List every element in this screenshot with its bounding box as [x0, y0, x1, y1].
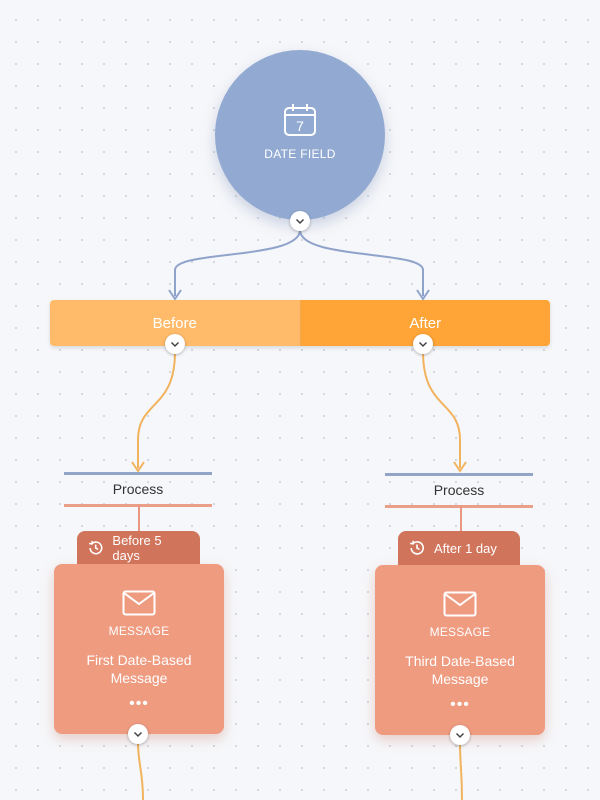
calendar-day: 7: [296, 118, 304, 134]
arrowhead: [168, 289, 182, 301]
arrowhead: [416, 289, 430, 301]
process-stem: [460, 506, 462, 532]
chevron-down-icon: [295, 218, 305, 225]
more-options-button[interactable]: •••: [129, 695, 149, 712]
trigger-label: DATE FIELD: [264, 147, 336, 161]
after-expand-button[interactable]: [413, 334, 433, 354]
card-type-label: MESSAGE: [108, 624, 170, 638]
chevron-down-icon: [133, 731, 143, 738]
connector-card-1-out: [137, 741, 144, 800]
card-title: Third Date-Based Message: [405, 653, 515, 687]
process-top-line: [385, 473, 533, 476]
process-top-line: [64, 472, 212, 475]
envelope-icon: [122, 590, 156, 616]
connector-trigger-after: [299, 229, 424, 296]
calendar-icon: 7: [284, 104, 316, 136]
process-stem: [138, 505, 140, 531]
process-node-1[interactable]: Process: [64, 472, 212, 507]
connector-after-branch: [422, 351, 461, 468]
chevron-down-icon: [418, 341, 428, 348]
connector-before-branch: [137, 351, 176, 468]
delay-tab-1[interactable]: Before 5 days: [77, 531, 200, 565]
trigger-expand-button[interactable]: [290, 211, 310, 231]
history-clock-icon: [410, 540, 424, 555]
more-options-button[interactable]: •••: [450, 696, 470, 713]
message-card-1[interactable]: MESSAGE First Date-Based Message •••: [54, 564, 224, 734]
date-split-bar: Before After: [50, 300, 550, 346]
date-field-trigger-node[interactable]: 7 DATE FIELD: [215, 50, 385, 220]
history-clock-icon: [88, 540, 103, 555]
delay-tab-2[interactable]: After 1 day: [398, 531, 520, 565]
connector-trigger-before: [174, 229, 301, 296]
card-type-label: MESSAGE: [429, 625, 491, 639]
process-label: Process: [433, 482, 485, 498]
delay-label: Before 5 days: [112, 533, 162, 563]
card-2-expand-button[interactable]: [450, 725, 470, 745]
process-label: Process: [112, 481, 164, 497]
chevron-down-icon: [170, 341, 180, 348]
split-before-label: Before: [152, 314, 197, 332]
card-title: First Date-Based Message: [86, 652, 192, 686]
process-node-2[interactable]: Process: [385, 473, 533, 508]
envelope-icon: [443, 591, 477, 617]
process-bottom-line: [385, 505, 533, 508]
before-expand-button[interactable]: [165, 334, 185, 354]
split-after-label: After: [409, 314, 442, 332]
delay-label: After 1 day: [434, 540, 497, 556]
message-card-2[interactable]: MESSAGE Third Date-Based Message •••: [375, 565, 545, 735]
connector-card-2-out: [459, 741, 463, 800]
card-1-expand-button[interactable]: [128, 724, 148, 744]
chevron-down-icon: [455, 732, 465, 739]
arrowhead: [131, 461, 145, 473]
arrowhead: [453, 461, 467, 473]
